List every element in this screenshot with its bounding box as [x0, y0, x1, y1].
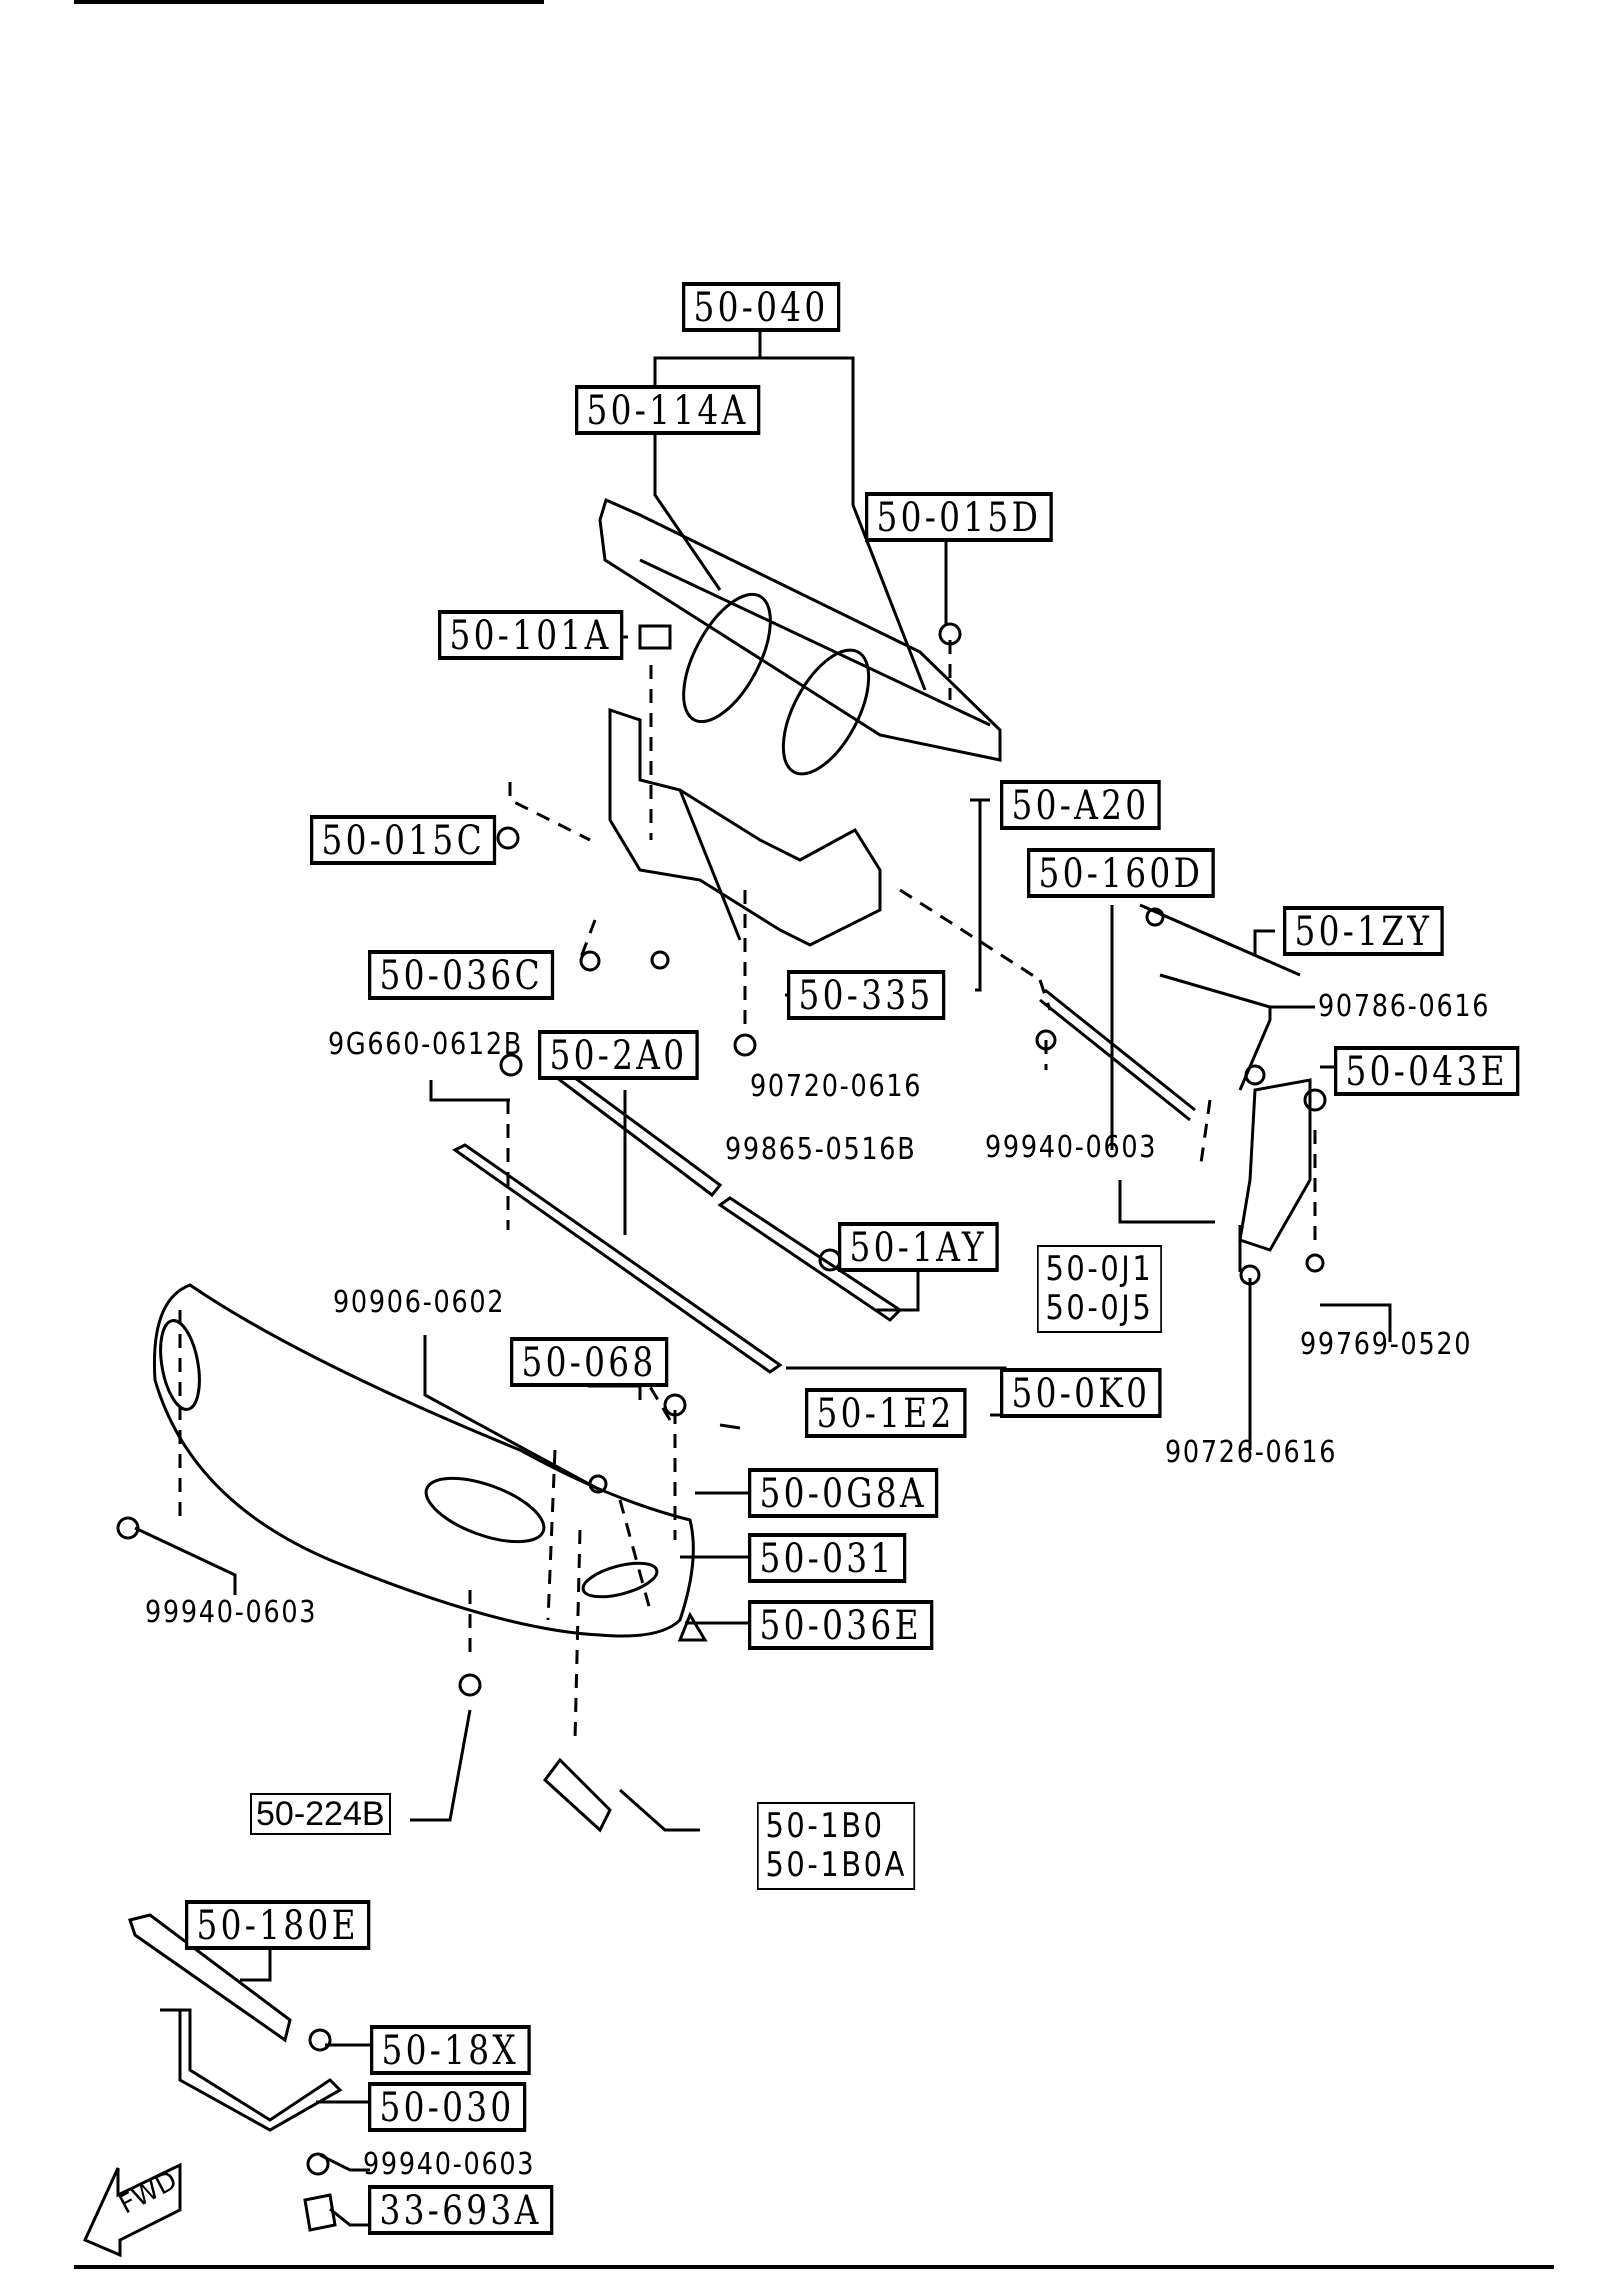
callout-50-224B[interactable]: 50-224B	[250, 1793, 391, 1835]
callout-50-2A0[interactable]: 50-2A0	[538, 1030, 699, 1080]
callout-50-114A[interactable]: 50-114A	[575, 385, 761, 435]
bottom-rule	[74, 2265, 1554, 2269]
callout-50-030[interactable]: 50-030	[368, 2082, 527, 2132]
callout-99865-0516B[interactable]: 99865-0516B	[725, 1132, 917, 1167]
callout-50-180E[interactable]: 50-180E	[185, 1900, 371, 1950]
fasteners	[116, 622, 1327, 1833]
callout-50-160D[interactable]: 50-160D	[1027, 848, 1215, 898]
callout-50-0G8A[interactable]: 50-0G8A	[748, 1468, 939, 1518]
callout-50-1B0-1B0A[interactable]: 50-1B0 50-1B0A	[757, 1802, 916, 1891]
callout-99940-0603-lower[interactable]: 99940-0603	[363, 2147, 536, 2182]
side-bracket	[1238, 1078, 1312, 1252]
callout-50-1E2[interactable]: 50-1E2	[805, 1388, 967, 1438]
callout-line: 50-1B0A	[765, 1845, 907, 1886]
callout-50-335[interactable]: 50-335	[787, 970, 946, 1020]
assembly-dashes	[178, 640, 1317, 1741]
callout-50-036E[interactable]: 50-036E	[748, 1600, 934, 1650]
callout-99769-0520[interactable]: 99769-0520	[1300, 1327, 1473, 1362]
callout-50-1ZY[interactable]: 50-1ZY	[1283, 906, 1444, 956]
top-rule	[74, 0, 544, 4]
callout-99940-0603-stay[interactable]: 99940-0603	[985, 1130, 1158, 1165]
callout-90720-0616[interactable]: 90720-0616	[750, 1069, 923, 1104]
callout-line: 50-0J5	[1045, 1288, 1154, 1329]
callout-9G660-0612B[interactable]: 9G660-0612B	[328, 1027, 523, 1062]
callout-90726-0616[interactable]: 90726-0616	[1165, 1435, 1338, 1470]
callout-50-031[interactable]: 50-031	[748, 1533, 907, 1583]
bumper-reinforcement	[598, 497, 1002, 776]
callout-90786-0616[interactable]: 90786-0616	[1318, 989, 1491, 1024]
callout-50-068[interactable]: 50-068	[510, 1337, 669, 1387]
callout-99940-0603-cover[interactable]: 99940-0603	[145, 1595, 318, 1630]
callout-50-015D[interactable]: 50-015D	[865, 492, 1053, 542]
callout-line: 50-1B0	[765, 1806, 885, 1846]
callout-33-693A[interactable]: 33-693A	[368, 2185, 554, 2235]
lower-bracket-assembly	[128, 1913, 343, 2232]
callout-90906-0602[interactable]: 90906-0602	[333, 1285, 506, 1320]
callout-50-101A[interactable]: 50-101A	[438, 610, 624, 660]
callout-50-0K0[interactable]: 50-0K0	[1000, 1368, 1162, 1418]
callout-50-0J1-0J5[interactable]: 50-0J1 50-0J5	[1037, 1245, 1162, 1334]
callout-50-A20[interactable]: 50-A20	[1000, 780, 1161, 830]
fwd-arrow-icon	[82, 2162, 182, 2258]
bumper-cover	[152, 1283, 695, 1638]
callout-50-036C[interactable]: 50-036C	[368, 950, 555, 1000]
callout-50-043E[interactable]: 50-043E	[1334, 1046, 1520, 1096]
callout-50-040[interactable]: 50-040	[682, 282, 841, 332]
callout-50-015C[interactable]: 50-015C	[310, 815, 497, 865]
callout-50-1AY[interactable]: 50-1AY	[838, 1222, 999, 1272]
callout-50-18X[interactable]: 50-18X	[370, 2025, 531, 2075]
stay-rods	[1039, 903, 1301, 1122]
bumper-bracket	[608, 707, 882, 947]
grille-strips	[452, 1056, 903, 1374]
callout-line: 50-0J1	[1045, 1249, 1154, 1289]
